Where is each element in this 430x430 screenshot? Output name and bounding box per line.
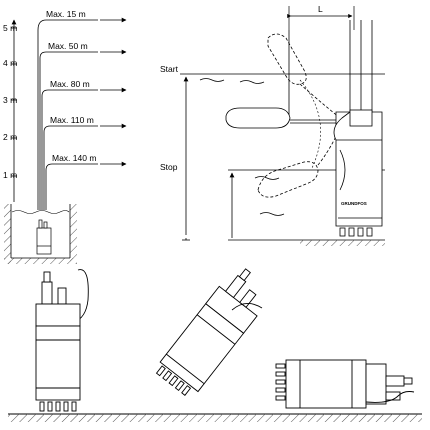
max-length-label-2m: Max. 110 m — [50, 115, 94, 125]
head-chart: 5 m 4 m 3 m 2 m 1 m Max. 15 m Max. 50 m … — [3, 9, 127, 264]
max-length-label-1m: Max. 140 m — [52, 153, 96, 163]
float-switch-icon — [257, 127, 341, 198]
brand-label: GRUNDFOS — [341, 201, 367, 206]
pump-horizontal — [275, 359, 415, 409]
distance-label: L — [318, 4, 323, 14]
height-label-4m: 4 m — [3, 58, 17, 68]
pump-upright — [35, 269, 89, 412]
max-length-label-4m: Max. 50 m — [48, 41, 88, 51]
max-length-label-5m: Max. 15 m — [46, 9, 86, 19]
height-label-2m: 2 m — [3, 132, 17, 142]
pump-positions — [8, 268, 422, 422]
sump-pit — [4, 204, 77, 264]
float-switch-icon — [225, 107, 340, 129]
float-switch-icon — [267, 33, 341, 119]
float-swing-arc — [299, 79, 321, 169]
pump-icon — [36, 219, 52, 255]
discharge-hoses — [37, 19, 98, 210]
stop-label: Stop — [160, 162, 178, 172]
start-level — [180, 73, 385, 84]
height-label-1m: 1 m — [3, 170, 17, 180]
start-label: Start — [160, 64, 179, 74]
pump-icon — [333, 109, 383, 237]
head-ticks — [11, 27, 17, 177]
continuation-arrows — [100, 17, 127, 167]
height-label-5m: 5 m — [3, 23, 17, 33]
height-label-3m: 3 m — [3, 95, 17, 105]
riser-pipes — [288, 20, 373, 118]
float-switch-diagram: L Start Stop — [160, 4, 385, 246]
max-length-label-3m: Max. 80 m — [50, 79, 90, 89]
pump-tilted — [155, 268, 258, 396]
